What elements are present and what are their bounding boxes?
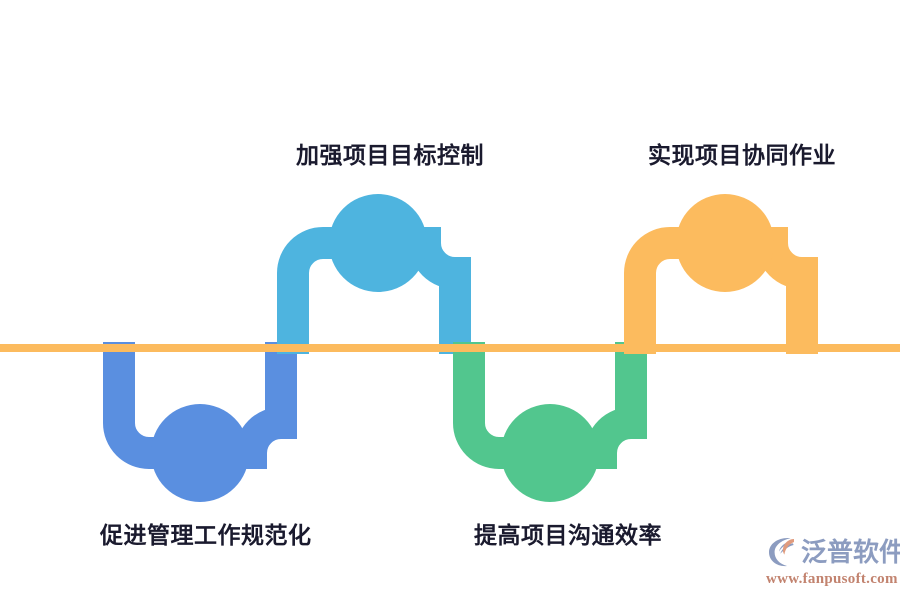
watermark-brand-text: 泛普软件 xyxy=(801,537,900,567)
watermark-row: 泛普软件 xyxy=(766,534,900,570)
watermark-url-text: www.fanpusoft.com xyxy=(766,571,898,587)
node-top-1-label: 加强项目目标控制 xyxy=(296,142,484,168)
node-bottom-2-group[interactable] xyxy=(453,342,647,502)
node-top-1-group[interactable] xyxy=(277,194,471,354)
node-bottom-2-label: 提高项目沟通效率 xyxy=(474,522,662,548)
node-bottom-2-circle[interactable] xyxy=(501,404,599,502)
node-top-2-circle[interactable] xyxy=(676,194,774,292)
node-bottom-1-circle[interactable] xyxy=(151,404,249,502)
node-top-2-label: 实现项目协同作业 xyxy=(648,142,836,168)
node-bottom-1-group[interactable] xyxy=(103,342,297,502)
horizontal-baseline xyxy=(0,344,900,352)
fanpu-logo-icon xyxy=(769,538,794,567)
node-bottom-1-label: 促进管理工作规范化 xyxy=(100,522,312,548)
node-top-2-group[interactable] xyxy=(624,194,818,354)
watermark-logo: 泛普软件 www.fanpusoft.com xyxy=(766,534,900,592)
node-top-1-circle[interactable] xyxy=(329,194,427,292)
